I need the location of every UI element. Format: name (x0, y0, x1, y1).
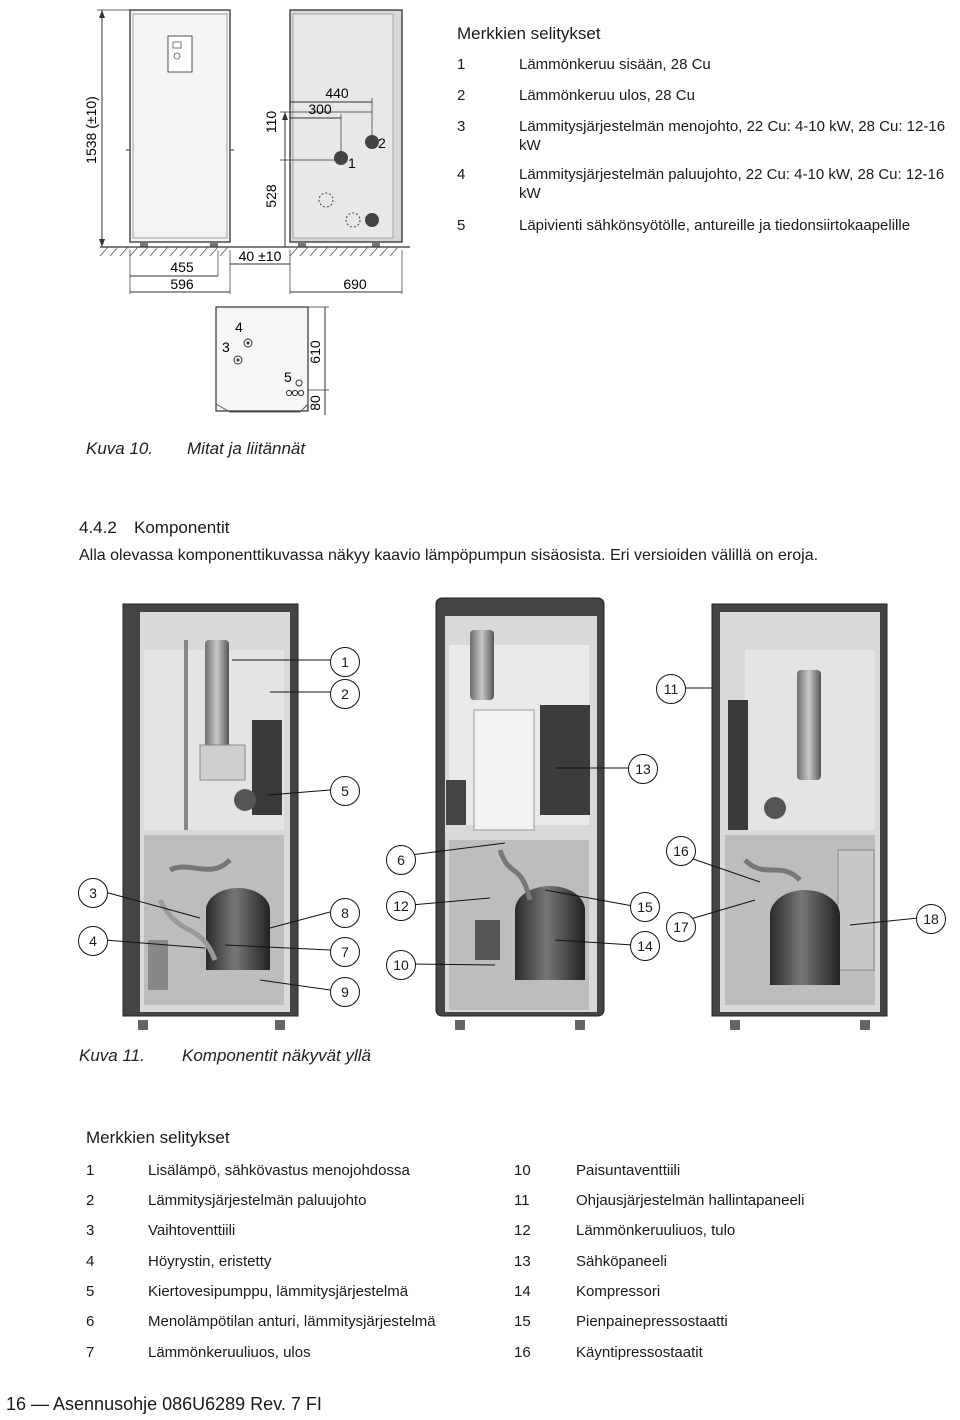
page-footer: 16 — Asennusohje 086U6289 Rev. 7 FI (6, 1394, 322, 1414)
legend-title: Merkkien selitykset (457, 24, 601, 43)
legend-text: Kompressori (576, 1283, 661, 1300)
connection-1-label: 1 (348, 155, 356, 171)
unit-3-illustration (711, 603, 888, 1030)
dimensions-figure: 1538 (±10) 110 528 440 300 2 1 455 596 4… (83, 9, 410, 415)
legend-number: 2 (86, 1192, 95, 1209)
legend-text: Läpivienti sähkönsyötölle, antureille ja… (519, 217, 911, 234)
dim-height-label: 1538 (±10) (83, 96, 99, 164)
legend-text: Lämmitysjärjestelmän paluujohto, 22 Cu: … (519, 166, 945, 202)
callout-4: 4 (78, 926, 108, 956)
dims-legend-list: 1 Lämmönkeruu sisään, 28 Cu 2 Lämmönkeru… (457, 55, 957, 245)
legend-text: Lämmitysjärjestelmän menojohto, 22 Cu: 4… (519, 118, 946, 154)
legend-number: 5 (86, 1283, 95, 1300)
legend-number: 2 (457, 87, 466, 104)
callout-17: 17 (666, 912, 696, 942)
callout-12: 12 (386, 891, 416, 921)
legend-number: 7 (86, 1344, 95, 1361)
legend-text: Sähköpaneeli (576, 1253, 667, 1270)
callout-1: 1 (330, 647, 360, 677)
component-legend-right: 10 Paisuntaventtiili 11 Ohjausjärjestelm… (514, 1161, 934, 1361)
legend-number: 10 (514, 1162, 531, 1179)
callout-14: 14 (630, 931, 660, 961)
connection-2-label: 2 (378, 135, 386, 151)
legend-number: 16 (514, 1344, 531, 1361)
callout-9: 9 (330, 977, 360, 1007)
dim-610-label: 610 (307, 340, 323, 364)
top-3-label: 3 (222, 339, 230, 355)
legend-text: Kiertovesipumppu, lämmitysjärjestelmä (148, 1283, 409, 1300)
dim-110-label: 110 (263, 111, 279, 134)
dim-80-label: 80 (307, 395, 323, 411)
dim-300-label: 300 (308, 101, 332, 117)
legend-text: Lisälämpö, sähkövastus menojohdossa (148, 1162, 410, 1179)
legend-number: 15 (514, 1313, 531, 1330)
legend-number: 13 (514, 1253, 531, 1270)
callout-3: 3 (78, 878, 108, 908)
legend-text: Menolämpötilan anturi, lämmitysjärjestel… (148, 1313, 436, 1330)
list-item: 2 Lämmönkeruu ulos, 28 Cu (457, 86, 957, 106)
figure-11-caption: Komponentit näkyvät yllä (182, 1046, 371, 1065)
top-4-label: 4 (235, 319, 243, 335)
legend-number: 4 (86, 1253, 95, 1270)
unit-1-illustration (122, 603, 299, 1030)
callout-11: 11 (656, 674, 686, 704)
legend-number: 14 (514, 1283, 531, 1300)
component-legend-left: 1 Lisälämpö, sähkövastus menojohdossa 2 … (86, 1161, 486, 1361)
legend-number: 11 (514, 1192, 530, 1209)
figure-11-label: Kuva 11. (79, 1046, 145, 1065)
legend-number: 3 (86, 1222, 95, 1239)
legend-number: 5 (457, 217, 466, 234)
unit-top-view (215, 306, 309, 413)
list-item: 5 Läpivienti sähkönsyötölle, antureille … (457, 216, 957, 236)
legend-number: 1 (86, 1162, 95, 1179)
figure-10-label: Kuva 10. (86, 439, 154, 458)
legend-text: Käyntipressostaatit (576, 1344, 703, 1361)
callout-10: 10 (386, 950, 416, 980)
section-number: 4.4.2 (79, 518, 117, 537)
legend-text: Lämmönkeruu ulos, 28 Cu (519, 87, 695, 104)
callout-13: 13 (628, 754, 658, 784)
callout-15: 15 (630, 892, 660, 922)
legend-text: Ohjausjärjestelmän hallintapaneeli (576, 1192, 805, 1209)
list-item: 4 Lämmitysjärjestelmän paluujohto, 22 Cu… (457, 165, 957, 205)
callout-5: 5 (330, 776, 360, 806)
list-item: 3 Lämmitysjärjestelmän menojohto, 22 Cu:… (457, 117, 957, 157)
unit-side-view (289, 9, 403, 247)
legend-text: Lämmönkeruuliuos, ulos (148, 1344, 311, 1361)
callout-16: 16 (666, 836, 696, 866)
dim-440-label: 440 (325, 85, 349, 101)
section-intro: Alla olevassa komponenttikuvassa näkyy k… (79, 547, 819, 564)
callout-6: 6 (386, 845, 416, 875)
legend-number: 12 (514, 1222, 531, 1239)
legend-text: Vaihtoventtiili (148, 1222, 236, 1239)
legend-text: Lämmönkeruuliuos, tulo (576, 1222, 736, 1239)
legend-number: 6 (86, 1313, 95, 1330)
unit-2-illustration (435, 597, 605, 1030)
legend-text: Lämmönkeruu sisään, 28 Cu (519, 56, 711, 73)
dim-40-label: 40 ±10 (239, 248, 282, 264)
legend-text: Pienpainepressostaatti (576, 1313, 728, 1330)
callout-2: 2 (330, 679, 360, 709)
legend-number: 4 (457, 166, 466, 183)
top-5-label: 5 (284, 369, 292, 385)
callout-7: 7 (330, 937, 360, 967)
dim-528-label: 528 (263, 184, 279, 208)
list-item: 1 Lämmönkeruu sisään, 28 Cu (457, 55, 957, 75)
component-legend-title: Merkkien selitykset (86, 1128, 230, 1147)
unit-front-view (126, 9, 234, 247)
dim-690-label: 690 (343, 276, 367, 292)
legend-number: 1 (457, 56, 466, 73)
legend-number: 3 (457, 118, 466, 135)
legend-text: Lämmitysjärjestelmän paluujohto (148, 1192, 367, 1209)
legend-text: Paisuntaventtiili (576, 1162, 681, 1179)
callout-8: 8 (330, 898, 360, 928)
figure-10-caption: Mitat ja liitännät (187, 439, 306, 458)
dim-596-label: 596 (170, 276, 194, 292)
callout-18: 18 (916, 904, 946, 934)
legend-text: Höyrystin, eristetty (148, 1253, 272, 1270)
components-figure (104, 597, 919, 1030)
section-title: Komponentit (134, 518, 230, 537)
dim-455-label: 455 (170, 259, 194, 275)
